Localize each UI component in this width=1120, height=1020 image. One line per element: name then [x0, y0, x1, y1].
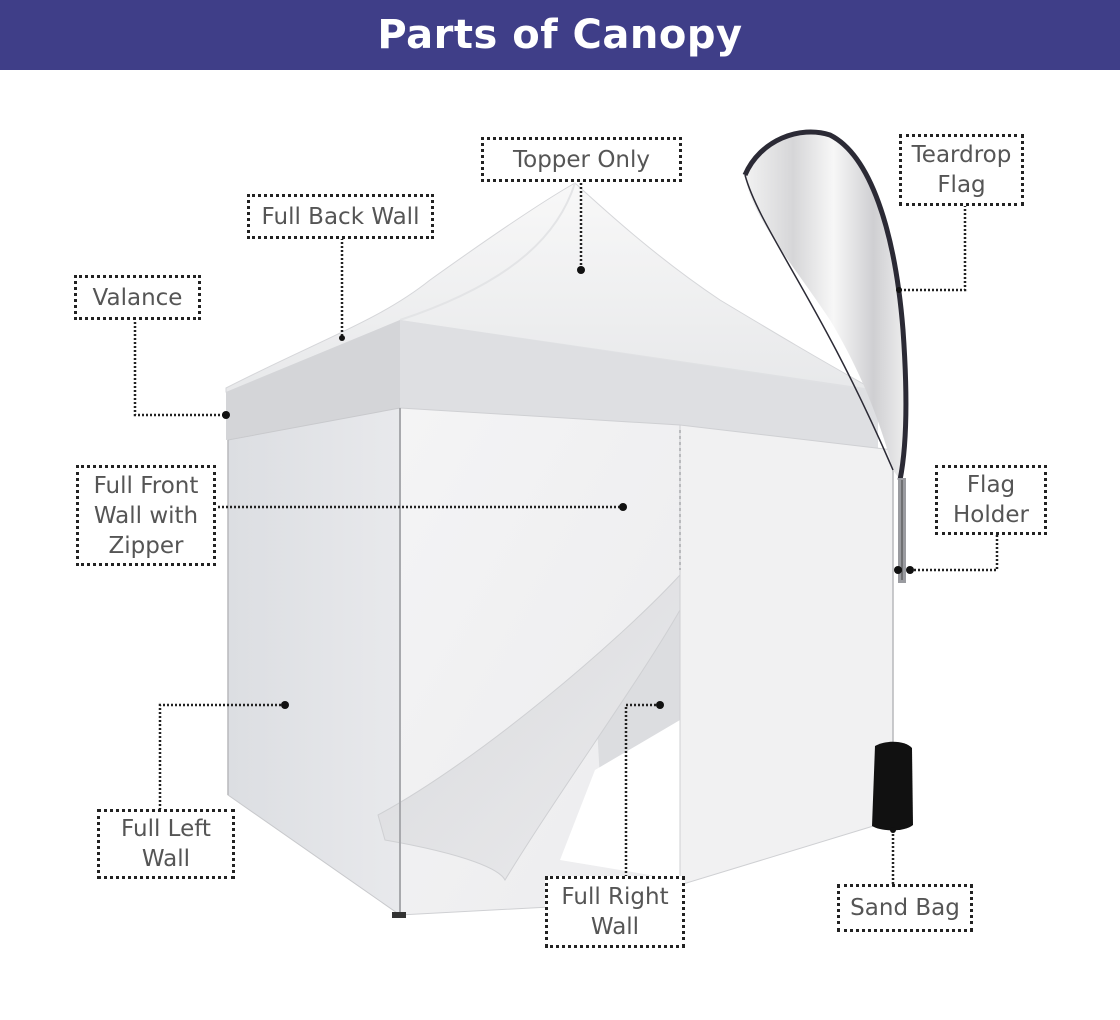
valance-band [226, 320, 878, 458]
leader-lines [133, 183, 999, 885]
page-title: Parts of Canopy [377, 12, 743, 58]
leader-dots [222, 266, 914, 833]
label-full-front-wall-with-zipper: Full Front Wall with Zipper [76, 465, 216, 566]
front-wall-flap [377, 573, 681, 882]
label-full-left-wall: Full Left Wall [97, 809, 235, 879]
right-wall-shape [679, 424, 894, 886]
label-full-right-wall: Full Right Wall [545, 876, 685, 948]
label-valance: Valance [74, 275, 201, 320]
left-wall-shape [227, 407, 401, 916]
label-full-back-wall: Full Back Wall [247, 194, 434, 239]
sand-bag-shape [872, 741, 913, 831]
label-sand-bag: Sand Bag [837, 884, 973, 932]
teardrop-flag-shape [742, 129, 909, 583]
title-banner: Parts of Canopy [0, 0, 1120, 70]
label-teardrop-flag: Teardrop Flag [899, 134, 1024, 206]
label-topper-only: Topper Only [481, 137, 682, 182]
label-flag-holder: Flag Holder [935, 465, 1047, 535]
